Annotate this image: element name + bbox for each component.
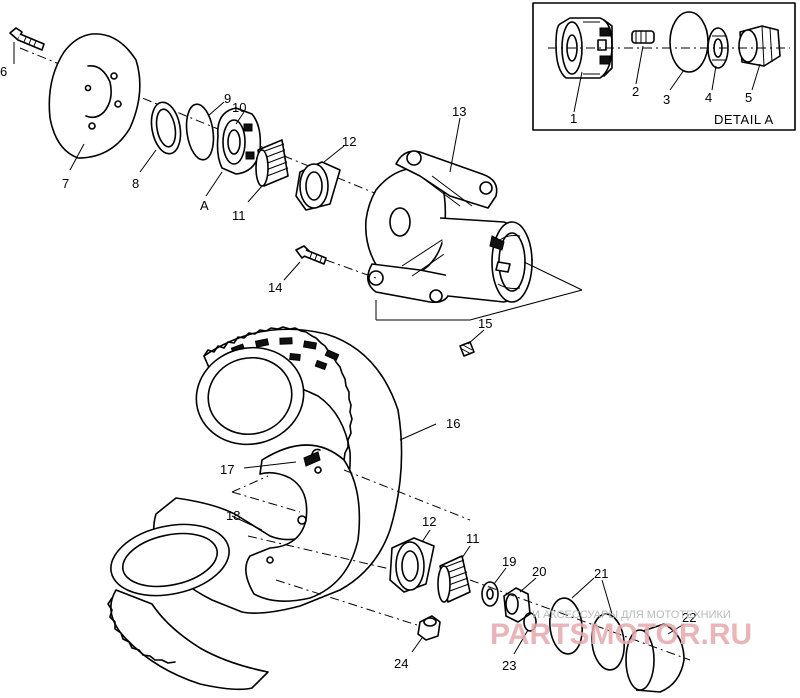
detail-a-panel: 1 2 3 4 5 DETAIL A <box>532 2 796 131</box>
detail-part-3-ring <box>669 11 709 73</box>
part-24-valve <box>417 615 441 641</box>
part-20-nut <box>503 587 531 623</box>
part-15-small-stud <box>459 341 475 357</box>
part-6-bolt <box>9 27 45 51</box>
watermark-tagline: И АКСЕССУАРЫ ДЛЯ МОТОТЕХНИКИ <box>532 609 731 621</box>
detail-part-2-pin <box>631 30 655 44</box>
callout-11-top: 11 <box>232 208 246 223</box>
part-8-seal <box>150 101 182 155</box>
callout-11-bottom: 11 <box>466 531 480 546</box>
callout-a: A <box>200 198 209 213</box>
callout-6: 6 <box>0 64 7 79</box>
callout-22: 22 <box>682 610 696 625</box>
part-10-sleeve-a <box>216 107 262 175</box>
part-11-bearing-bottom <box>437 555 471 603</box>
watermark-logo: PARTSMOTOR.RU <box>490 618 752 651</box>
callout-12-bottom: 12 <box>422 514 436 529</box>
part-7-brake-disc <box>48 33 141 159</box>
part-13-hub-housing <box>364 150 533 304</box>
part-23-clip <box>523 612 537 632</box>
detail-part-5-nut <box>738 25 781 67</box>
detail-callout-4: 4 <box>705 90 712 105</box>
callout-labels: 6 7 8 9 10 A 11 12 13 14 15 16 17 18 12 … <box>0 64 696 673</box>
callout-12-top: 12 <box>342 134 356 149</box>
hub-bolt-pattern-lines <box>375 261 583 321</box>
wheel-axis-lines <box>231 475 421 627</box>
watermark: И АКСЕССУАРЫ ДЛЯ МОТОТЕХНИКИ PARTSMOTOR.… <box>490 609 752 651</box>
callout-9: 9 <box>224 91 231 106</box>
part-22-hub-cap <box>625 623 685 693</box>
leader-lines <box>13 42 685 655</box>
callout-20: 20 <box>532 564 546 579</box>
part-9-snap-ring <box>185 103 215 161</box>
detail-a-frame <box>532 2 796 131</box>
part-18-rim <box>245 444 361 602</box>
lower-axis-line <box>469 579 691 661</box>
callout-8: 8 <box>132 176 139 191</box>
detail-callout-3: 3 <box>663 92 670 107</box>
part-14-stud <box>295 245 377 279</box>
part-11-bearing-top <box>255 139 289 187</box>
part-12-race-bottom <box>389 537 435 593</box>
callout-16: 16 <box>446 416 460 431</box>
callout-21: 21 <box>594 566 608 581</box>
detail-part-4-washer <box>707 27 729 69</box>
detail-callout-5: 5 <box>745 90 752 105</box>
detail-part-1-sleeve <box>555 17 613 79</box>
callout-18: 18 <box>226 508 240 523</box>
part-19-washer <box>481 581 499 607</box>
callout-13: 13 <box>452 104 466 119</box>
callout-17: 17 <box>220 462 234 477</box>
part-12-race-top <box>295 161 341 211</box>
detail-callout-2: 2 <box>632 84 639 99</box>
part-21-o-rings <box>549 597 625 671</box>
callout-10: 10 <box>232 100 246 115</box>
detail-callout-1: 1 <box>570 111 577 126</box>
callout-19: 19 <box>502 554 516 569</box>
callout-24: 24 <box>394 656 408 671</box>
callout-14: 14 <box>268 280 282 295</box>
callout-23: 23 <box>502 658 516 673</box>
detail-a-title: DETAIL A <box>714 112 774 127</box>
callout-7: 7 <box>62 176 69 191</box>
callout-15: 15 <box>478 316 492 331</box>
